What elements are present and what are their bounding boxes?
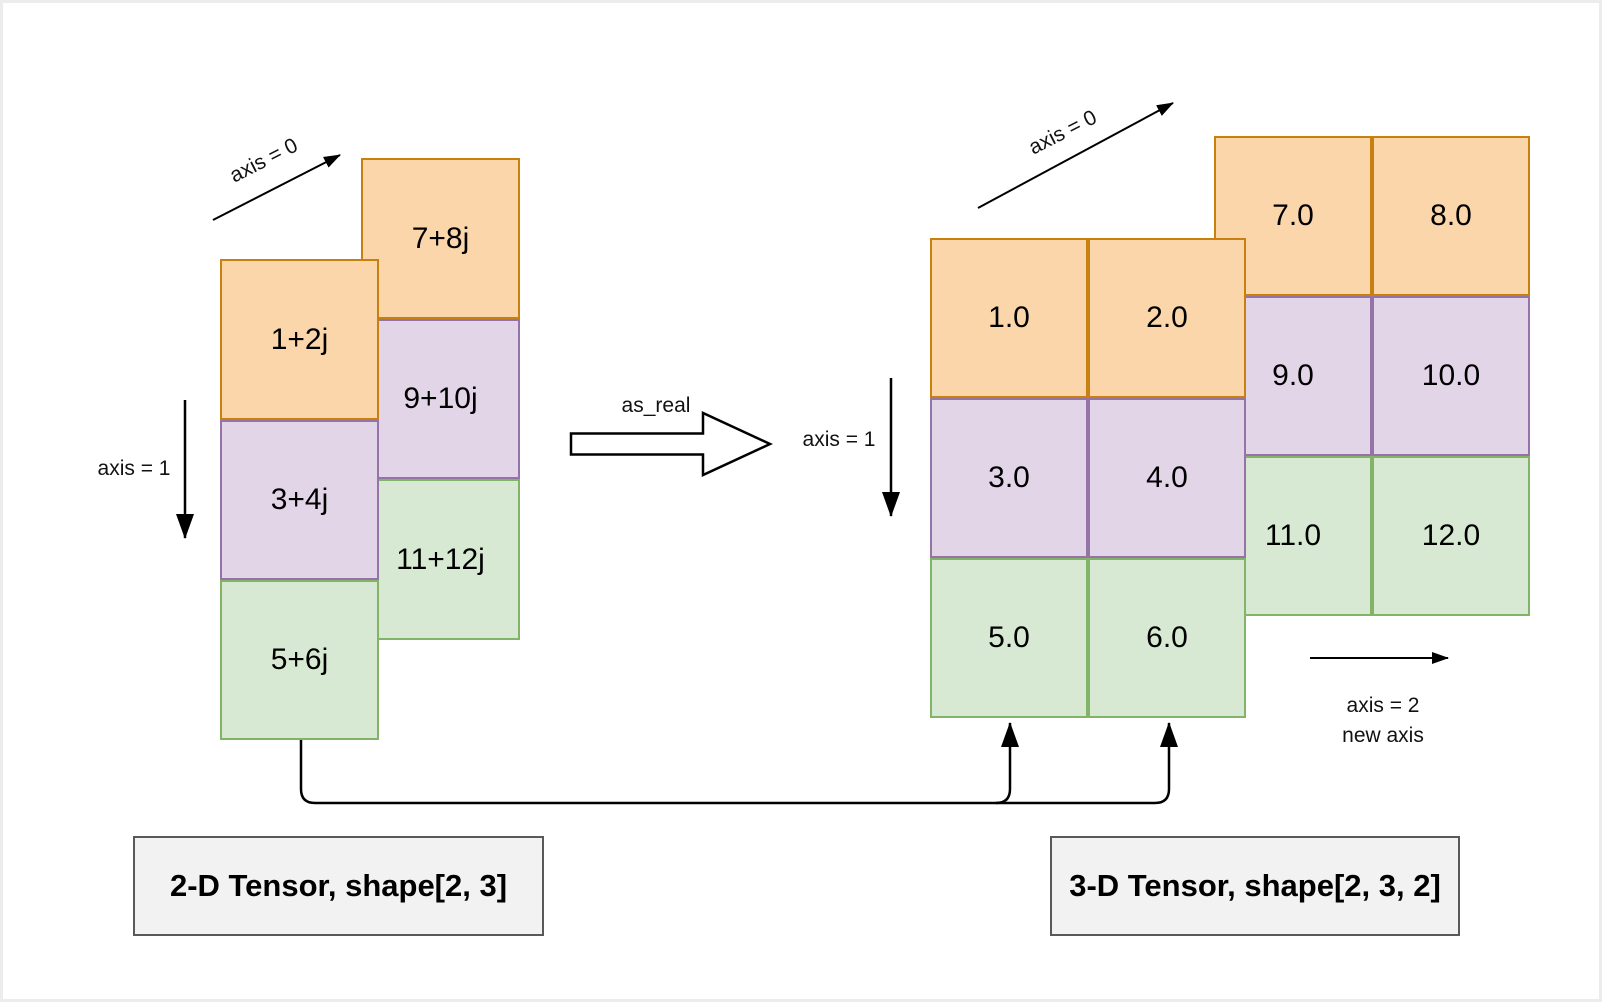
cell-value: 7.0	[1272, 199, 1314, 232]
as-real-block-arrow	[569, 411, 773, 477]
axis2-sublabel: new axis	[1342, 724, 1424, 747]
cell-value: 9+10j	[403, 382, 478, 415]
cell-3d-front-r0c1: 2.0	[1088, 238, 1246, 398]
left-axis1-label: axis = 1	[97, 457, 171, 480]
cell-2d-front-r2: 5+6j	[220, 580, 379, 740]
right-axis0-arrow	[977, 102, 1174, 209]
right-axis1-label: axis = 1	[802, 428, 876, 451]
arrows-layer	[176, 102, 1449, 805]
cell-3d-back-r0c1: 8.0	[1372, 136, 1530, 296]
cell-value: 3+4j	[270, 483, 329, 516]
cell-value: 3.0	[988, 461, 1030, 494]
cell-3d-front-r1c0: 3.0	[930, 398, 1088, 558]
cell-value: 1+2j	[270, 322, 329, 356]
cell-2d-back-r0: 7+8j	[361, 158, 520, 319]
cell-value: 12.0	[1421, 519, 1481, 552]
right-tensor-caption: 3-D Tensor, shape[2, 3, 2]	[1050, 836, 1460, 936]
cell-3d-front-r0c0: 1.0	[930, 238, 1088, 398]
cell-2d-front-r1: 3+4j	[220, 420, 379, 580]
cell-value: 4.0	[1146, 461, 1188, 494]
left-tensor-caption: 2-D Tensor, shape[2, 3]	[133, 836, 544, 936]
caption-text: 3-D Tensor, shape[2, 3, 2]	[1069, 868, 1441, 903]
connector-branch	[995, 722, 1019, 805]
cell-value: 2.0	[1146, 301, 1188, 334]
connector-main	[299, 722, 1178, 805]
cell-2d-back-r1: 9+10j	[361, 319, 520, 479]
cell-value: 10.0	[1421, 359, 1481, 392]
cell-value: 9.0	[1272, 359, 1314, 392]
axis2-label: axis = 2	[1346, 694, 1420, 717]
cell-value: 11+12j	[396, 542, 485, 576]
cell-3d-front-r1c1: 4.0	[1088, 398, 1246, 558]
cell-value: 6.0	[1146, 621, 1188, 654]
caption-text: 2-D Tensor, shape[2, 3]	[169, 868, 508, 903]
cell-value: 8.0	[1430, 199, 1472, 232]
cell-2d-front-r0: 1+2j	[220, 259, 379, 420]
cell-3d-front-r2c1: 6.0	[1088, 558, 1246, 718]
left-axis0-arrow	[212, 154, 341, 221]
cell-value: 5.0	[988, 621, 1030, 654]
cell-value: 11.0	[1264, 519, 1322, 552]
cell-3d-back-r1c1: 10.0	[1372, 296, 1530, 456]
cell-value: 1.0	[988, 301, 1030, 334]
cell-2d-back-r2: 11+12j	[361, 479, 520, 640]
cell-value: 5+6j	[270, 643, 329, 676]
cell-3d-back-r2c1: 12.0	[1372, 456, 1530, 616]
cell-value: 7+8j	[411, 221, 470, 255]
as-real-label: as_real	[621, 394, 691, 417]
cell-3d-front-r2c0: 5.0	[930, 558, 1088, 718]
